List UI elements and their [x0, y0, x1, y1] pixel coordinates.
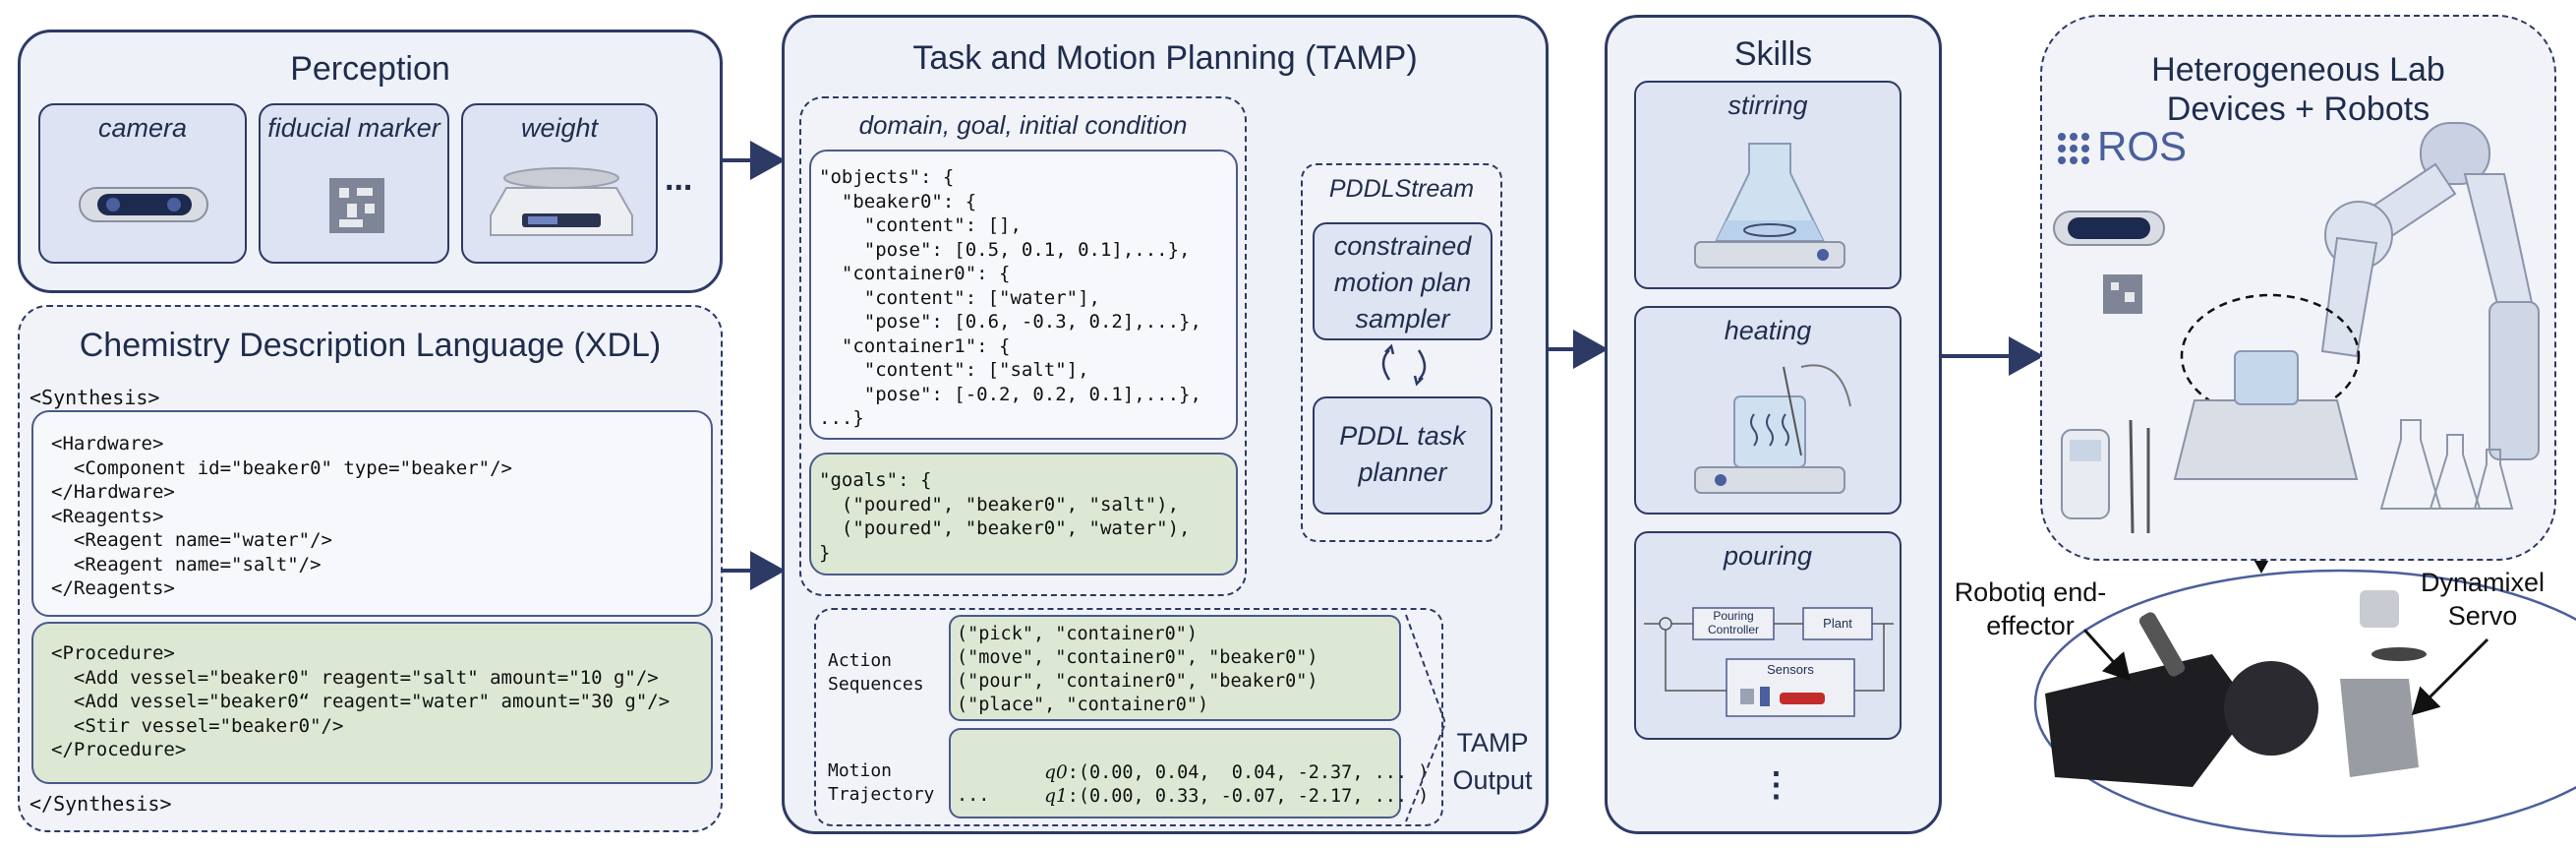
sensor-card-fiducial: fiducial marker	[259, 103, 449, 264]
q0-symbol: q0	[1044, 762, 1068, 783]
action-sequences-label: Action Sequences	[828, 650, 924, 695]
perception-panel: Perception camera fiducial marker weight	[18, 30, 723, 293]
q1-values: :(0.00, 0.33, -0.07, -2.17, ... )	[1067, 786, 1430, 807]
zoom-circle	[2180, 293, 2361, 419]
skills-panel: Skills stirring heating pouring	[1605, 15, 1942, 834]
motion-trajectory-block: q0:(0.00, 0.04, 0.04, -2.37, ... ) q1:(0…	[949, 728, 1429, 818]
camera-icon	[2053, 211, 2165, 246]
sensor-card-camera: camera	[38, 103, 247, 264]
motion-sampler-label: constrained motion plan sampler	[1333, 231, 1472, 333]
pddlstream-box: PDDLStream constrained motion plan sampl…	[1301, 163, 1502, 542]
devices-panel: Heterogeneous Lab Devices + Robots ROS	[2040, 15, 2556, 561]
tamp-input-title: domain, goal, initial condition	[858, 110, 1188, 140]
pouring-controller-label: Pouring Controller	[1707, 609, 1760, 636]
xdl-procedure-block: <Procedure> <Add vessel="beaker0" reagen…	[31, 622, 713, 784]
xdl-procedure-code: <Procedure> <Add vessel="beaker0" reagen…	[51, 642, 671, 760]
xdl-hardware-code: <Hardware> <Component id="beaker0" type=…	[51, 433, 512, 599]
trajectory-row-q0: q0:(0.00, 0.04, 0.04, -2.37, ... )	[957, 738, 1429, 809]
sensor-label-camera: camera	[97, 113, 188, 143]
robotiq-label: Robotiq end-effector	[1954, 577, 2107, 640]
ros-dots-icon	[2058, 133, 2089, 164]
scale-icon	[490, 167, 633, 236]
dynamixel-pointer	[2411, 637, 2489, 716]
goals-code: "goals": { ("poured", "beaker0", "salt")…	[819, 469, 1191, 564]
control-loop-icon	[1644, 607, 1894, 717]
dynamixel-label: Dynamixel Servo	[2420, 568, 2546, 631]
sensors-label: Sensors	[1767, 662, 1814, 677]
heating-icon	[1694, 364, 1851, 494]
goals-block: "goals": { ("poured", "beaker0", "salt")…	[809, 453, 1238, 575]
skills-title: Skills	[1733, 35, 1813, 73]
skill-card-pouring: pouring Pouring Controller Plant Sensors	[1634, 531, 1902, 740]
hot-plate-icon	[2173, 350, 2359, 480]
sensor-label-fiducial: fiducial marker	[267, 113, 440, 143]
motion-sampler-box: constrained motion plan sampler	[1313, 222, 1493, 340]
stirring-icon	[1694, 143, 1845, 269]
perception-more: ...	[665, 160, 693, 198]
xdl-close-tag: </Synthesis>	[29, 792, 172, 816]
xdl-open-tag: <Synthesis>	[29, 386, 160, 409]
skill-label-heating: heating	[1724, 316, 1812, 345]
tamp-output-label: TAMP Output	[1452, 728, 1533, 795]
trajectory-more: ...	[957, 785, 990, 806]
ros-logo-text: ROS	[2097, 123, 2188, 169]
fiducial-marker-icon	[329, 178, 384, 233]
skill-label-stirring: stirring	[1727, 91, 1808, 120]
task-planner-box: PDDL task planner	[1313, 396, 1493, 515]
gripper-icon	[2045, 590, 2427, 787]
camera-icon	[79, 187, 208, 222]
objects-block: "objects": { "beaker0": { "content": [],…	[809, 150, 1238, 440]
lab-devices-illustration	[2053, 122, 2540, 534]
xdl-title: Chemistry Description Language (XDL)	[79, 327, 662, 364]
motion-trajectory-label: Motion Trajectory	[828, 760, 935, 805]
skills-more: ⋮	[1759, 766, 1793, 804]
perception-title: Perception	[290, 50, 450, 88]
action-sequences-block: ("pick", "container0") ("move", "contain…	[949, 615, 1401, 721]
cycle-arrows-icon	[1381, 343, 1427, 387]
skill-card-heating: heating	[1634, 306, 1902, 515]
tamp-input-box: domain, goal, initial condition "objects…	[799, 96, 1247, 596]
tamp-output-box: Action Sequences ("pick", "container0") …	[814, 608, 1445, 826]
action-sequences-code: ("pick", "container0") ("move", "contain…	[957, 624, 1318, 715]
task-planner-label: PDDL task planner	[1339, 421, 1466, 487]
sensor-card-weight: weight	[461, 103, 658, 264]
glassware-icon	[2379, 419, 2514, 510]
q0-values: :(0.00, 0.04, 0.04, -2.37, ... )	[1067, 762, 1430, 783]
tamp-panel: Task and Motion Planning (TAMP) domain, …	[782, 15, 1549, 834]
ph-meter-icon	[2061, 419, 2150, 534]
xdl-hardware-block: <Hardware> <Component id="beaker0" type=…	[31, 410, 713, 617]
fiducial-marker-icon	[2103, 274, 2142, 314]
xdl-panel: Chemistry Description Language (XDL) <Sy…	[18, 305, 723, 832]
devices-title: Heterogeneous Lab Devices + Robots	[2151, 51, 2445, 128]
robot-arm-icon	[2320, 122, 2540, 460]
tamp-title: Task and Motion Planning (TAMP)	[912, 39, 1418, 77]
trajectory-row-q1: q1:(0.00, 0.33, -0.07, -2.17, ... )	[957, 761, 1429, 832]
skill-label-pouring: pouring	[1723, 541, 1813, 571]
sensor-label-weight: weight	[520, 113, 599, 143]
plant-label: Plant	[1823, 616, 1852, 631]
robotiq-pointer	[2082, 628, 2132, 682]
pddlstream-title: PDDLStream	[1328, 175, 1475, 203]
skill-card-stirring: stirring	[1634, 81, 1902, 289]
q1-symbol: q1	[1044, 786, 1068, 807]
objects-code: "objects": { "beaker0": { "content": [],…	[819, 166, 1201, 429]
